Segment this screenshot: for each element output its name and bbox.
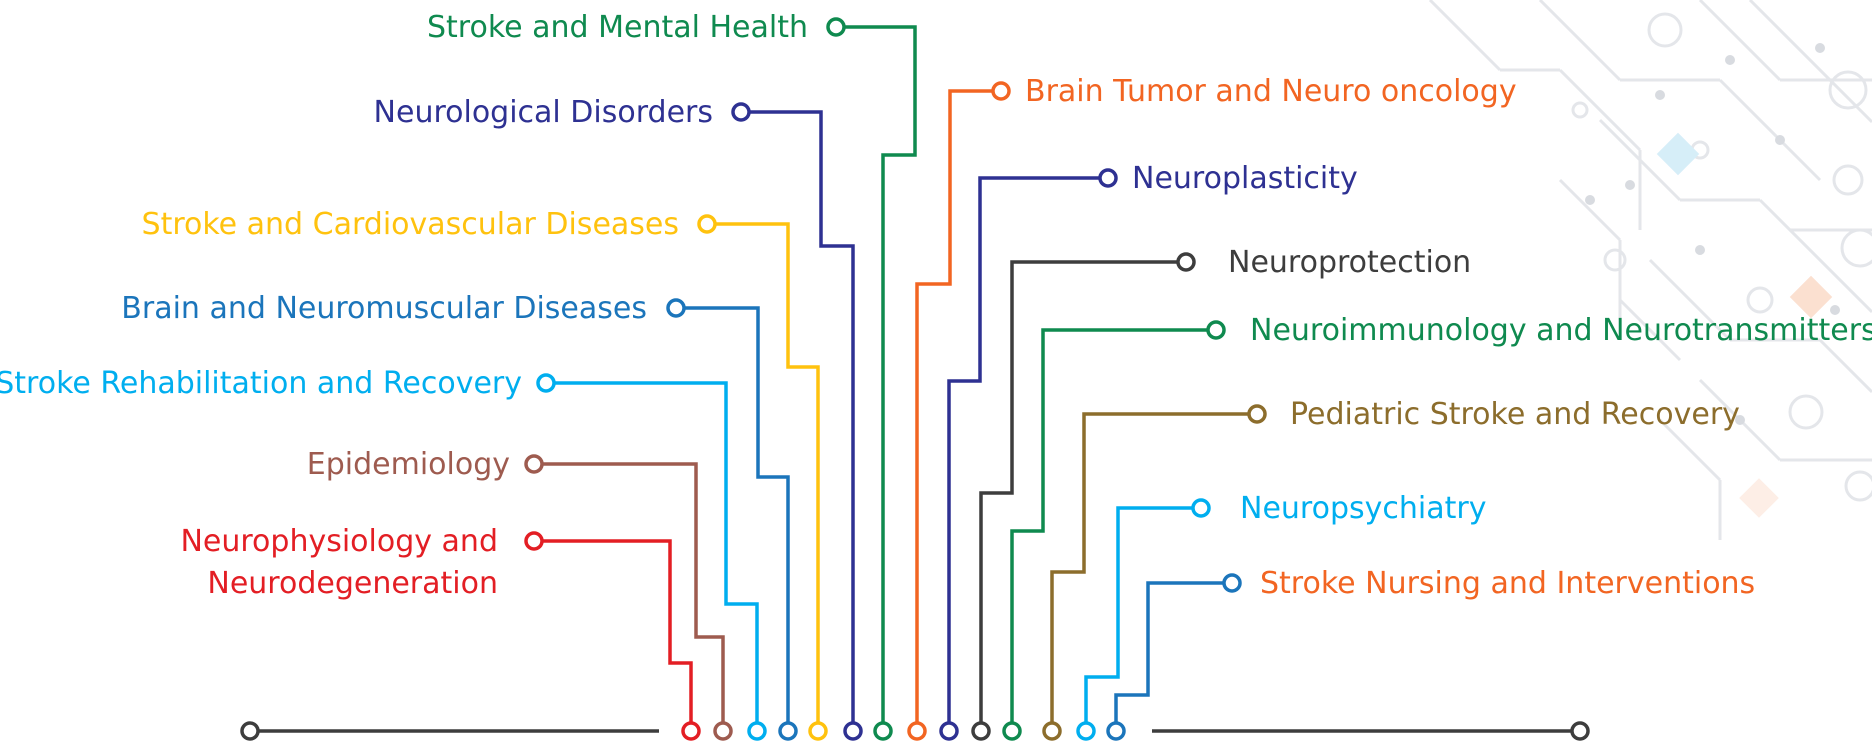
- bottom-node-neuropsychiatry: [1076, 721, 1096, 741]
- baseline-right-node: [1570, 721, 1590, 741]
- deco-circle: [1832, 164, 1864, 196]
- topic-label-neuroplasticity: Neuroplasticity: [1132, 161, 1358, 196]
- deco-diamond: [1656, 132, 1700, 176]
- deco-trace: [1558, 68, 1642, 152]
- bottom-node-stroke-mental-health: [873, 721, 893, 741]
- topic-label-neurophysiology: Neurophysiology and: [180, 524, 498, 559]
- bottom-node-pediatric-stroke: [1042, 721, 1062, 741]
- topic-label-neuroprotection: Neuroprotection: [1228, 245, 1471, 280]
- wire-neuropsychiatry: [1084, 506, 1201, 731]
- topic-label-neurological-disorders: Neurological Disorders: [374, 95, 713, 130]
- deco-trace: [1428, 0, 1502, 72]
- wire-neurophysiology: [534, 539, 693, 731]
- deco-dot: [1655, 90, 1665, 100]
- label-node-neuroprotection: [1176, 252, 1196, 272]
- baseline: [240, 721, 1590, 741]
- label-node-neurological-disorders: [731, 102, 751, 122]
- deco-trace: [1748, 0, 1872, 124]
- deco-dot: [1585, 195, 1595, 205]
- wire-neuroimmunology: [1010, 328, 1216, 731]
- topic-label-stroke-mental-health: Stroke and Mental Health: [427, 10, 808, 45]
- deco-circle: [1603, 248, 1627, 272]
- deco-dot: [1815, 43, 1825, 53]
- bottom-node-epidemiology: [713, 721, 733, 741]
- label-node-stroke-mental-health: [826, 17, 846, 37]
- label-node-brain-neuromuscular: [666, 298, 686, 318]
- deco-dot: [1735, 415, 1745, 425]
- deco-diamond: [1739, 478, 1779, 518]
- topic-label-stroke-nursing: Stroke Nursing and Interventions: [1260, 566, 1755, 601]
- bottom-node-stroke-nursing: [1106, 721, 1126, 741]
- topic-label-neurophysiology-line2: Neurodegeneration: [207, 566, 498, 601]
- baseline-left-node: [240, 721, 260, 741]
- label-node-neuroplasticity: [1098, 168, 1118, 188]
- deco-trace: [1598, 118, 1682, 202]
- deco-dot: [1625, 180, 1635, 190]
- bottom-node-neuroplasticity: [939, 721, 959, 741]
- deco-trace: [1698, 0, 1782, 82]
- deco-trace: [1658, 418, 1722, 482]
- label-node-brain-tumor: [991, 81, 1011, 101]
- deco-diamond: [1789, 275, 1833, 319]
- deco-circle: [1844, 470, 1872, 502]
- connector-wires: [524, 17, 1267, 741]
- wire-pediatric-stroke: [1050, 412, 1257, 731]
- topic-label-brain-neuromuscular: Brain and Neuromuscular Diseases: [121, 291, 647, 326]
- wire-brain-tumor: [915, 89, 1001, 731]
- label-node-neuroimmunology: [1206, 320, 1226, 340]
- deco-trace: [1818, 338, 1872, 394]
- bottom-node-brain-neuromuscular: [778, 721, 798, 741]
- wire-brain-neuromuscular: [676, 306, 790, 731]
- bottom-node-neurological-disorders: [843, 721, 863, 741]
- topic-label-stroke-cardiovascular: Stroke and Cardiovascular Diseases: [142, 207, 679, 242]
- deco-trace: [1718, 78, 1822, 182]
- deco-dot: [1775, 135, 1785, 145]
- deco-circle: [1788, 394, 1824, 430]
- wire-neuroplasticity: [947, 176, 1108, 731]
- bottom-node-stroke-cardiovascular: [808, 721, 828, 741]
- label-node-epidemiology: [524, 454, 544, 474]
- deco-circle: [1647, 12, 1683, 48]
- bottom-node-neurophysiology: [681, 721, 701, 741]
- topic-label-brain-tumor: Brain Tumor and Neuro oncology: [1025, 74, 1517, 109]
- label-node-pediatric-stroke: [1247, 404, 1267, 424]
- deco-circle: [1828, 70, 1868, 110]
- wire-neurological-disorders: [741, 110, 855, 731]
- bottom-node-stroke-rehabilitation: [747, 721, 767, 741]
- topic-label-neuropsychiatry: Neuropsychiatry: [1240, 491, 1486, 526]
- deco-circle: [1746, 286, 1774, 314]
- label-node-neuropsychiatry: [1191, 498, 1211, 518]
- topic-label-pediatric-stroke: Pediatric Stroke and Recovery: [1290, 397, 1740, 432]
- deco-trace: [1558, 178, 1622, 242]
- wire-stroke-cardiovascular: [707, 222, 820, 731]
- deco-trace: [1618, 298, 1682, 362]
- label-node-stroke-rehabilitation: [536, 373, 556, 393]
- topic-label-epidemiology: Epidemiology: [307, 447, 510, 482]
- wire-epidemiology: [534, 462, 725, 731]
- deco-dot: [1695, 245, 1705, 255]
- deco-dot: [1830, 305, 1840, 315]
- label-node-neurophysiology: [524, 531, 544, 551]
- label-node-stroke-nursing: [1222, 573, 1242, 593]
- wire-stroke-rehabilitation: [546, 381, 759, 731]
- deco-trace: [1648, 258, 1732, 342]
- deco-dot: [1725, 55, 1735, 65]
- deco-trace: [1758, 198, 1872, 314]
- bottom-node-neuroimmunology: [1002, 721, 1022, 741]
- bottom-node-brain-tumor: [907, 721, 927, 741]
- deco-circle: [1571, 101, 1589, 119]
- label-node-stroke-cardiovascular: [697, 214, 717, 234]
- bottom-node-neuroprotection: [971, 721, 991, 741]
- deco-trace: [1538, 0, 1622, 82]
- wire-stroke-nursing: [1114, 581, 1232, 731]
- wire-stroke-mental-health: [836, 25, 917, 731]
- wire-neuroprotection: [979, 260, 1186, 731]
- deco-circle: [1840, 228, 1872, 268]
- topic-label-neuroimmunology: Neuroimmunology and Neurotransmitters: [1250, 313, 1872, 348]
- topic-label-stroke-rehabilitation: Stroke Rehabilitation and Recovery: [0, 366, 522, 401]
